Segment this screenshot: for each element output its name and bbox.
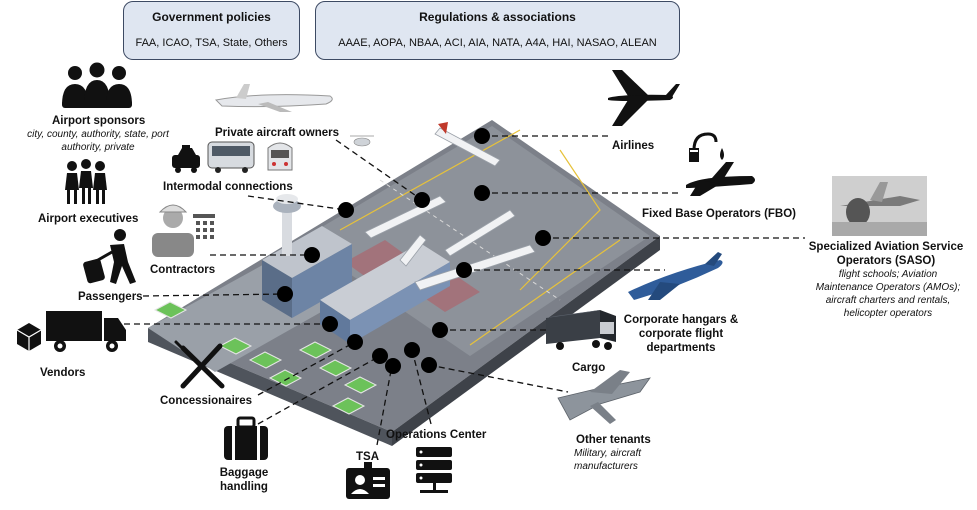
traveler-icon bbox=[83, 229, 136, 284]
fuel-icon bbox=[686, 132, 755, 196]
helicopter-icon bbox=[350, 135, 374, 147]
other-tenants-label: Other tenants bbox=[576, 434, 651, 446]
tsa-label: TSA bbox=[356, 451, 379, 463]
cargo-truck-icon bbox=[546, 310, 616, 350]
fbo-label: Fixed Base Operators (FBO) bbox=[642, 208, 797, 220]
taxi-icon bbox=[172, 145, 200, 173]
id-badge-icon bbox=[346, 462, 390, 499]
airport-sponsors-label: Airport sponsors bbox=[52, 115, 146, 127]
executives-icon bbox=[65, 159, 107, 204]
operations-center-label: Operations Center bbox=[386, 429, 487, 441]
jet-icon bbox=[214, 84, 333, 112]
regulations-box: Regulations & associations AAAE, AOPA, N… bbox=[315, 1, 680, 60]
suitcase-icon bbox=[224, 416, 268, 460]
contractors-label: Contractors bbox=[150, 264, 216, 276]
truck-icon bbox=[16, 311, 126, 352]
government-policies-title: Government policies bbox=[152, 10, 271, 24]
airlines-label: Airlines bbox=[612, 140, 655, 152]
other-tenants-sub: Military, aircraft manufacturers bbox=[574, 448, 642, 472]
regulations-title: Regulations & associations bbox=[419, 10, 576, 24]
cutlery-icon bbox=[174, 340, 225, 389]
intermodal-label: Intermodal connections bbox=[163, 181, 293, 193]
corporate-label: Corporate hangars & corporate flight dep… bbox=[623, 314, 739, 354]
train-icon bbox=[267, 142, 293, 171]
bus-icon bbox=[207, 141, 255, 173]
corporate-jet-icon bbox=[628, 252, 723, 300]
fighter-jet-icon bbox=[557, 370, 651, 424]
private-owners-label: Private aircraft owners bbox=[215, 127, 340, 139]
regulations-list: AAAE, AOPA, NBAA, ACI, AIA, NATA, A4A, H… bbox=[338, 37, 657, 49]
people-group-icon bbox=[62, 62, 132, 108]
cargo-label: Cargo bbox=[572, 362, 606, 374]
saso-label: Specialized Aviation Service Operators (… bbox=[808, 241, 964, 267]
government-policies-list: FAA, ICAO, TSA, State, Others bbox=[135, 37, 288, 49]
passengers-label: Passengers bbox=[78, 291, 143, 303]
platform-side-right bbox=[392, 236, 660, 446]
saso-sub: flight schools; Aviation Maintenance Ope… bbox=[815, 269, 961, 319]
vendors-label: Vendors bbox=[40, 367, 86, 379]
concessionaires-label: Concessionaires bbox=[160, 395, 253, 407]
server-icon bbox=[416, 447, 452, 493]
baggage-label: Baggage handling bbox=[219, 467, 269, 493]
airport-executives-label: Airport executives bbox=[38, 213, 139, 225]
worker-icon bbox=[152, 204, 215, 257]
saso-photo bbox=[832, 176, 927, 236]
airport-sponsors-sub: city, county, authority, state, port aut… bbox=[27, 129, 169, 153]
government-policies-box: Government policies FAA, ICAO, TSA, Stat… bbox=[123, 1, 300, 60]
airplane-icon bbox=[608, 70, 680, 126]
